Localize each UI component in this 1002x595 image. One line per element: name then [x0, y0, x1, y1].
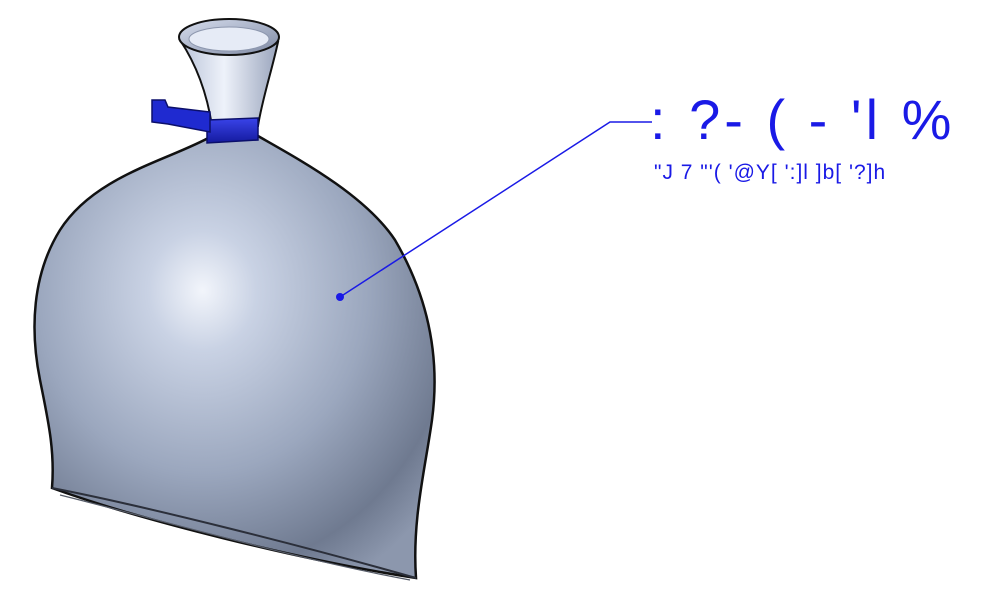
- callout-anchor-dot: [336, 293, 344, 301]
- callout-title: : ?- ( - 'l %: [650, 88, 956, 151]
- bag-bottom-seam: [51, 487, 417, 579]
- clip-band: [206, 117, 259, 144]
- callout-leader-line: [339, 121, 652, 298]
- bag-bottom-edge: [59, 494, 411, 581]
- clip-tab: [151, 99, 211, 133]
- bag-body: [33, 134, 436, 580]
- funnel-opening: [188, 26, 270, 52]
- callout-subtitle: "J 7 "'( '@Y[ ':]l ]b[ '?]h: [654, 161, 887, 184]
